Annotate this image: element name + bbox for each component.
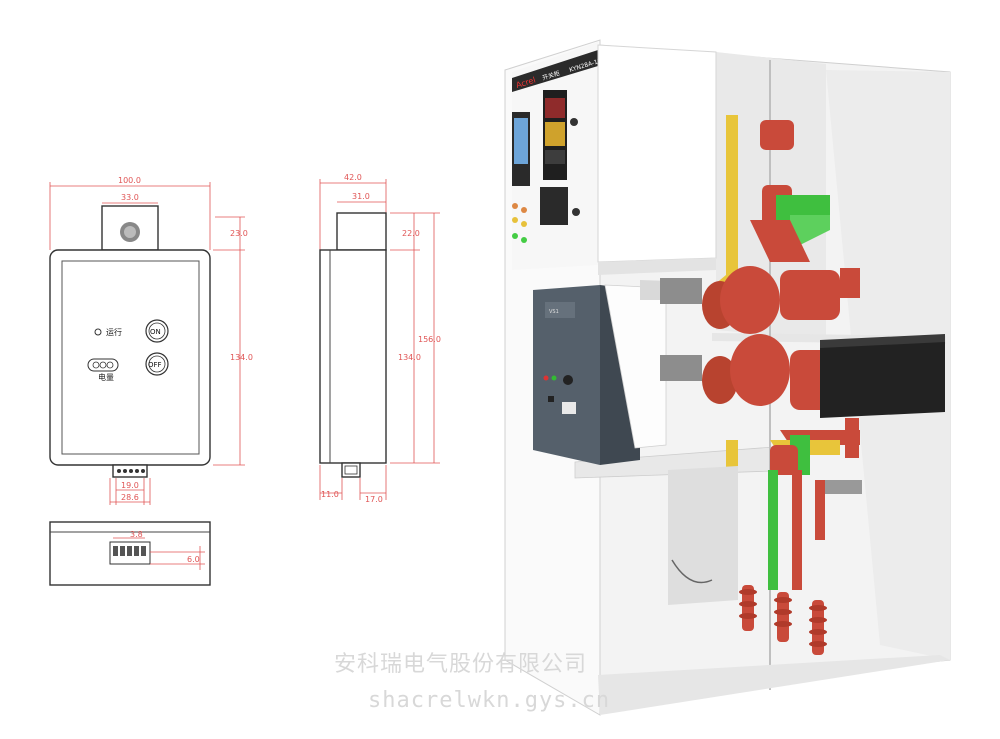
circuit-breaker [533, 285, 600, 465]
cabinet-floor [598, 655, 950, 715]
run-indicator [94, 328, 102, 336]
instrument-door [597, 44, 717, 263]
front-body-height-dim: 134.0 [230, 353, 253, 362]
watermark-url: shacrelwkn.gys.cn [368, 688, 611, 713]
switchgear-cabinet: Acrel 开关柜 KYN28A-12 VS1 [504, 39, 951, 716]
current-transformer [820, 340, 945, 418]
front-top-height-dim: 23.0 [230, 229, 248, 238]
busbar-yellow [726, 115, 738, 275]
side-body-height-dim: 134.0 [398, 353, 421, 362]
bottom-view: 3.8 6.0 [49, 521, 211, 586]
power-label: 电量 [98, 372, 114, 382]
side-top-height-dim: 22.0 [402, 229, 420, 238]
on-button-label: ON [150, 328, 161, 336]
meter-lower [540, 187, 568, 225]
front-view: 100.0 33.0 23.0 134.0 运行 电量 ON OF [49, 176, 253, 505]
front-total-width-dim: 100.0 [118, 176, 141, 185]
lower-contact-bushing [730, 334, 790, 406]
busbar-red-top [760, 120, 794, 150]
off-button-label: OFF [148, 361, 162, 369]
side-top-block [336, 212, 387, 251]
front-top-width-dim: 33.0 [121, 193, 139, 202]
side-terminal [341, 462, 361, 478]
side-total-height-dim: 156.0 [418, 335, 441, 344]
bottom-height-dim: 6.0 [187, 555, 200, 564]
side-bottom-right-dim: 17.0 [365, 495, 383, 504]
surge-arresters [739, 585, 827, 655]
side-bottom-left-dim: 11.0 [321, 490, 339, 499]
run-label: 运行 [106, 327, 122, 337]
power-indicator [87, 358, 119, 372]
cabinet-header [512, 50, 598, 92]
front-bottom-inner-dim: 19.0 [121, 481, 139, 490]
side-total-depth-dim: 42.0 [344, 173, 362, 182]
side-view: 42.0 31.0 22.0 134.0 156.0 11.0 17.0 [319, 173, 441, 504]
watermark-company: 安科瑞电气股份有限公司 [334, 652, 588, 677]
device-panel [61, 260, 200, 455]
side-top-depth-dim: 31.0 [352, 192, 370, 201]
front-bottom-outer-dim: 28.6 [121, 493, 139, 502]
bottom-pitch-dim: 3.8 [130, 530, 143, 539]
breaker-label: VS1 [549, 309, 559, 315]
upper-contact-bushing [720, 266, 780, 334]
